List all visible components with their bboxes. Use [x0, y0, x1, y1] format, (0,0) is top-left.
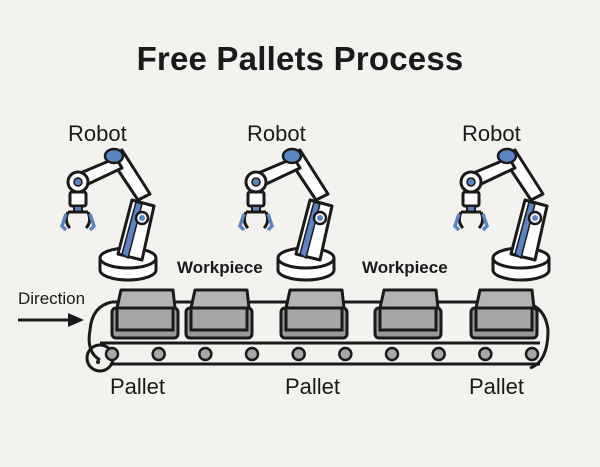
- robot-1: [60, 147, 158, 282]
- robot-arm-icon: [238, 147, 336, 282]
- roller: [198, 346, 213, 362]
- roller: [384, 346, 400, 362]
- robot-2: [238, 147, 336, 282]
- pallet-with-workpiece: [279, 288, 349, 340]
- roller: [524, 346, 540, 362]
- robot-arm-icon: [453, 147, 551, 282]
- roller: [104, 346, 120, 362]
- robot-label-1: Robot: [68, 121, 127, 146]
- pallet-with-workpiece: [373, 288, 443, 340]
- pallet-label-1: Pallet: [110, 374, 166, 399]
- pallet-label-2: Pallet: [285, 374, 341, 399]
- pallet-label-3: Pallet: [469, 374, 525, 399]
- robot-3: [453, 147, 551, 282]
- arrow-right-icon: [18, 313, 84, 327]
- roller: [338, 346, 353, 362]
- roller: [151, 346, 166, 362]
- pallet-with-workpiece: [469, 288, 539, 340]
- roller: [431, 346, 446, 362]
- roller: [478, 346, 493, 362]
- workpiece-label-2: Workpiece: [362, 258, 448, 277]
- pallet-with-workpiece: [184, 288, 254, 340]
- robot-label-3: Robot: [462, 121, 521, 146]
- pallet-with-workpiece: [110, 288, 180, 340]
- diagram-title: Free Pallets Process: [136, 40, 464, 77]
- roller: [244, 346, 260, 362]
- roller: [291, 346, 306, 362]
- workpiece-label-1: Workpiece: [177, 258, 263, 277]
- robot-arm-icon: [60, 147, 158, 282]
- direction-label: Direction: [18, 289, 86, 308]
- robot-label-2: Robot: [247, 121, 306, 146]
